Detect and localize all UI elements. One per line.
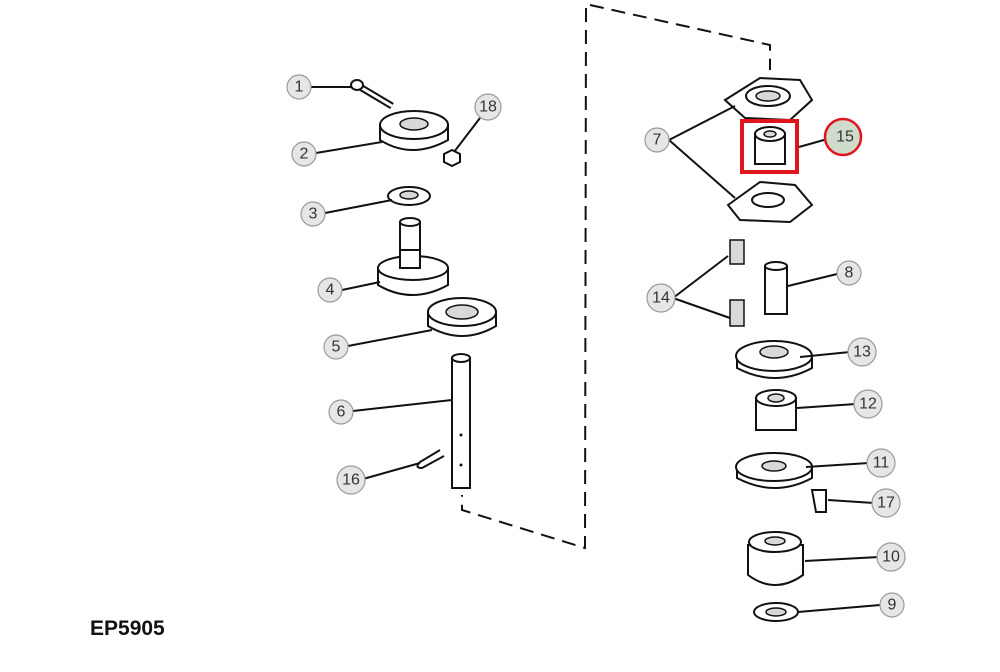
callout-8[interactable]: 8 [836, 260, 862, 286]
svg-text:10: 10 [882, 549, 900, 566]
part-fitting-upper [729, 239, 745, 265]
callout-6[interactable]: 6 [328, 399, 354, 425]
callout-14[interactable]: 14 [646, 283, 676, 313]
callout-17[interactable]: 17 [871, 488, 901, 518]
part-fitting-lower [729, 299, 745, 327]
part-gear-10 [747, 531, 804, 586]
svg-text:7: 7 [653, 132, 662, 149]
svg-text:8: 8 [845, 265, 854, 282]
callout-1[interactable]: 1 [286, 74, 312, 100]
callout-3[interactable]: 3 [300, 201, 326, 227]
callout-11[interactable]: 11 [866, 448, 896, 478]
callout-9[interactable]: 9 [879, 592, 905, 618]
part-washer-9 [753, 602, 799, 622]
svg-text:16: 16 [342, 472, 360, 489]
part-spacer-8 [764, 261, 788, 315]
svg-text:4: 4 [326, 282, 335, 299]
callout-7[interactable]: 7 [644, 127, 670, 153]
part-flange-lower [726, 180, 814, 224]
svg-text:6: 6 [337, 404, 346, 421]
svg-text:2: 2 [300, 146, 309, 163]
svg-text:14: 14 [652, 290, 670, 307]
svg-text:12: 12 [859, 396, 877, 413]
part-bushing-12 [755, 389, 797, 431]
part-flange-upper [723, 76, 814, 122]
callout-16[interactable]: 16 [336, 465, 366, 495]
part-gear-2 [379, 110, 449, 151]
part-pin-16 [416, 449, 445, 470]
svg-text:5: 5 [332, 339, 341, 356]
svg-text:17: 17 [877, 495, 895, 512]
svg-text:11: 11 [873, 455, 890, 472]
part-nut-18 [443, 148, 461, 168]
leader-lines [311, 86, 881, 613]
part-shaft-6 [451, 353, 471, 489]
svg-text:3: 3 [309, 206, 318, 223]
part-bolt [350, 79, 394, 110]
callout-13[interactable]: 13 [847, 337, 877, 367]
svg-text:18: 18 [479, 99, 497, 116]
part-elbow-17 [810, 489, 827, 513]
svg-text:1: 1 [295, 79, 304, 96]
svg-text:9: 9 [888, 597, 897, 614]
part-cam-13 [735, 340, 813, 379]
part-gear-5 [427, 297, 497, 337]
part-washer-3 [387, 186, 431, 206]
part-gear-shaft-4 [377, 217, 449, 296]
callout-10[interactable]: 10 [876, 542, 906, 572]
figure-id-label: EP5905 [90, 617, 165, 640]
callout-15[interactable]: 15 [823, 117, 863, 157]
part-bushing-15 [754, 126, 786, 165]
dashed-frame [461, 4, 771, 550]
callout-5[interactable]: 5 [323, 334, 349, 360]
part-disc-11 [735, 452, 813, 489]
callout-2[interactable]: 2 [291, 141, 317, 167]
highlight-box [740, 119, 799, 174]
callout-12[interactable]: 12 [853, 389, 883, 419]
callout-4[interactable]: 4 [317, 277, 343, 303]
callout-18[interactable]: 18 [474, 93, 502, 121]
svg-text:15: 15 [836, 129, 854, 146]
svg-text:13: 13 [853, 344, 871, 361]
